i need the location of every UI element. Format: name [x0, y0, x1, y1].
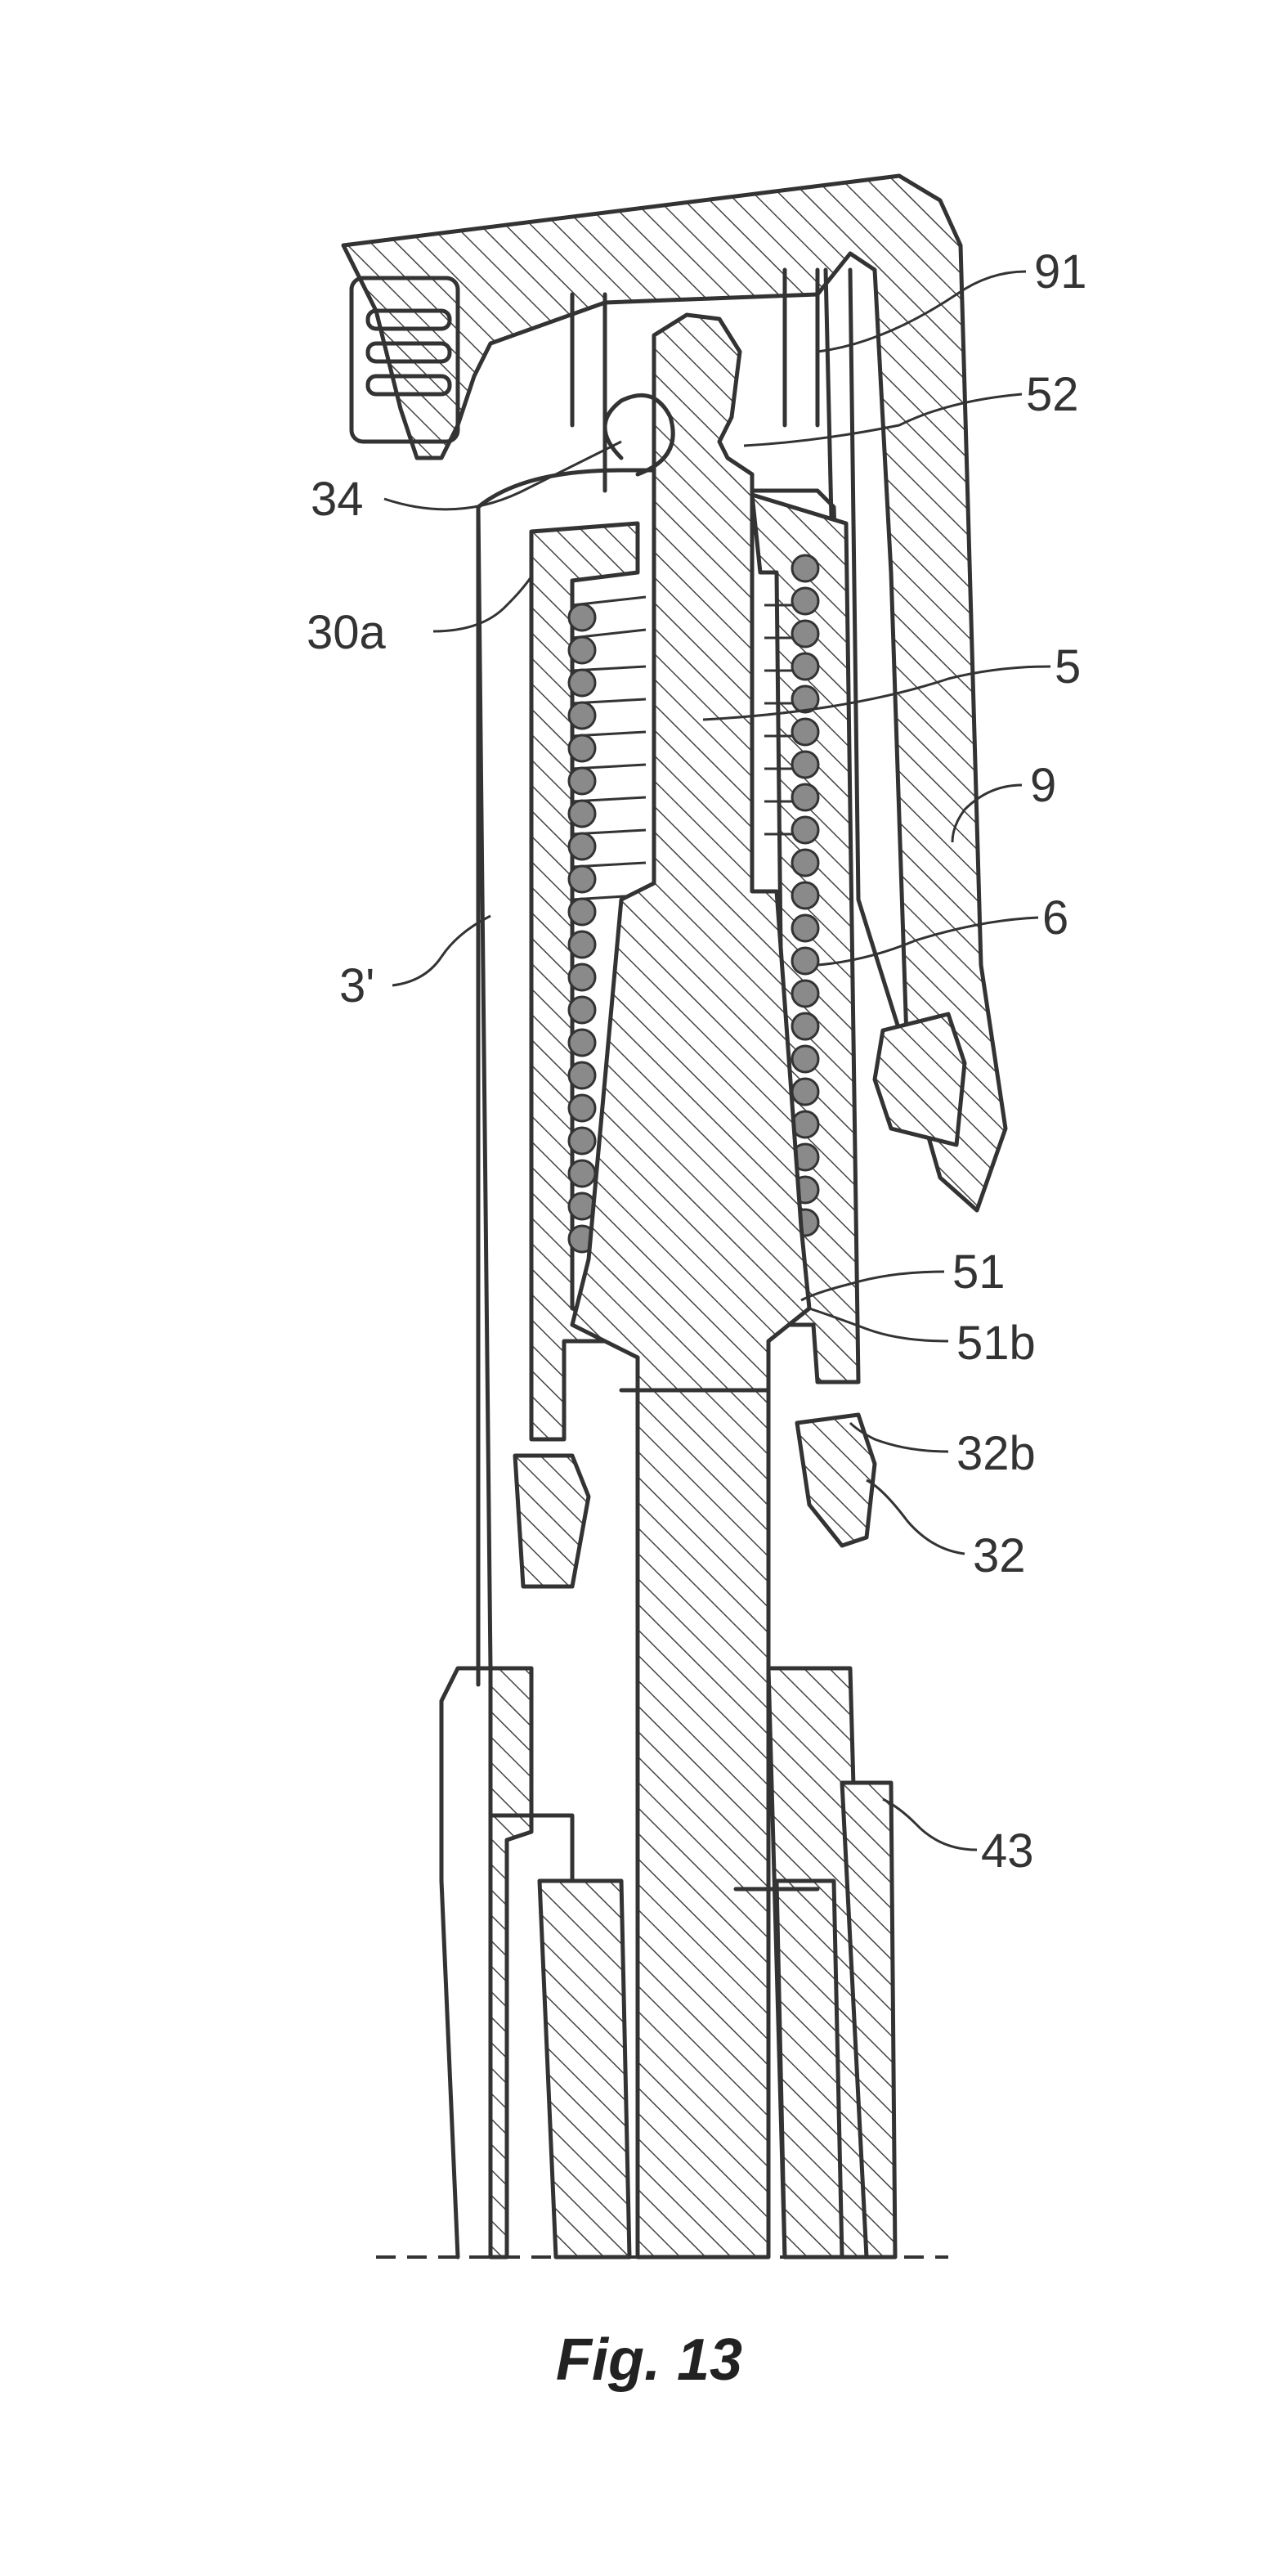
leader-52 [743, 393, 1023, 447]
plunger-head-catch [602, 393, 675, 477]
leader-32b [849, 1421, 949, 1453]
leader-43 [882, 1797, 978, 1851]
clip-hook [872, 1012, 967, 1147]
label-32b: 32b [956, 1427, 1036, 1480]
label-5: 5 [1055, 640, 1081, 693]
leader-32 [866, 1479, 965, 1555]
label-34: 34 [311, 473, 364, 526]
leader-51b [808, 1307, 949, 1343]
label-51: 51 [952, 1245, 1006, 1299]
sleeve-steps [488, 1813, 820, 1892]
label-43: 43 [981, 1824, 1034, 1878]
lower-sleeves [439, 1666, 898, 2260]
cap-grip-body [349, 276, 460, 444]
leader-3 [392, 914, 491, 987]
plunger-collar [619, 1355, 771, 1393]
leader-lines [383, 270, 1051, 1851]
leader-6 [817, 916, 1039, 967]
leader-91 [817, 270, 1027, 353]
figure-caption: Fig. 13 [556, 2327, 742, 2393]
plunger-5 [570, 312, 812, 2260]
leader-51 [800, 1270, 945, 1302]
label-51b: 51b [956, 1317, 1036, 1370]
reference-labels: 91 52 34 30a 5 9 6 3' 51 51b 32b 32 43 [307, 245, 1087, 1878]
latch-elements [513, 1412, 877, 1589]
leader-34 [383, 440, 622, 511]
leader-30a [432, 576, 533, 633]
label-32: 32 [973, 1529, 1026, 1582]
cap-grip-rib [365, 341, 452, 364]
label-30a: 30a [307, 606, 387, 659]
label-9: 9 [1030, 759, 1056, 812]
leader-5 [702, 665, 1051, 721]
label-6: 6 [1042, 891, 1068, 945]
label-52: 52 [1026, 368, 1079, 421]
label-3-prime: 3' [339, 959, 374, 1012]
cap-grip-rib [365, 308, 452, 331]
leader-9 [951, 783, 1023, 843]
cap-inner-walls [570, 267, 820, 493]
cap-grip-rib [365, 374, 452, 397]
outer-shell-lower [439, 1666, 493, 2260]
label-91: 91 [1034, 245, 1087, 298]
